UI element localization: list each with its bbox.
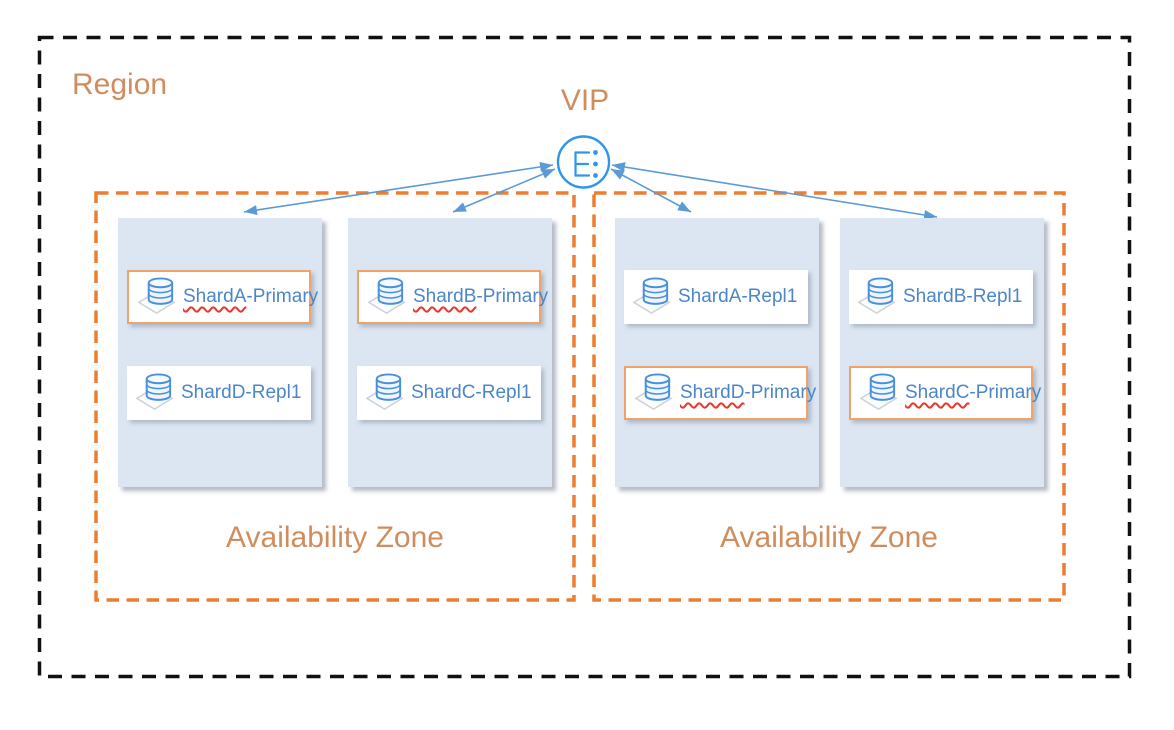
- shard-host: ShardB-Repl1 ShardC-Primary: [840, 218, 1044, 487]
- shard-name-misspelled: ShardA: [183, 286, 247, 307]
- shard-host: ShardA-Repl1 ShardD-Primary: [615, 218, 819, 487]
- database-icon: [632, 372, 677, 415]
- database-icon: [630, 276, 675, 319]
- shard-card: ShardD-Primary: [624, 366, 816, 420]
- shard-label: ShardC-Primary: [905, 382, 1042, 403]
- load-balancer-icon: [556, 135, 611, 189]
- region-label: Region: [72, 68, 168, 101]
- database-icon: [133, 372, 178, 415]
- shard-card: ShardA-Repl1: [624, 270, 808, 324]
- database-icon: [135, 276, 180, 319]
- shard-name-misspelled: ShardD: [680, 382, 745, 403]
- shard-card: ShardC-Repl1: [357, 366, 541, 420]
- vip-arrow-4: [611, 162, 938, 220]
- availability-zone-2: ShardA-Repl1 ShardD-Primary ShardB-Repl1…: [594, 193, 1064, 600]
- region-border: [37, 35, 1132, 679]
- shard-host: ShardA-Primary ShardD-Repl1: [118, 218, 322, 487]
- shard-name-misspelled: ShardC: [905, 382, 970, 403]
- shard-card: ShardB-Repl1: [849, 270, 1033, 324]
- availability-zone-label: Availability Zone: [226, 521, 444, 554]
- shard-card: ShardC-Primary: [849, 366, 1041, 420]
- shard-label: ShardD-Repl1: [181, 382, 302, 403]
- database-icon: [855, 276, 900, 319]
- availability-zone-1: ShardA-Primary ShardD-Repl1 ShardB-Prima…: [96, 193, 574, 600]
- database-icon: [363, 372, 408, 415]
- availability-zone-label: Availability Zone: [720, 521, 938, 554]
- shard-card: ShardB-Primary: [357, 270, 548, 324]
- availability-zone-2-border: [592, 191, 1066, 602]
- vip-label: VIP: [560, 84, 610, 117]
- shard-label: ShardC-Repl1: [411, 382, 532, 403]
- shard-label: ShardA-Repl1: [678, 286, 798, 307]
- availability-zone-1-border: [94, 191, 576, 602]
- shard-label: ShardA-Primary: [183, 286, 319, 307]
- shard-name-misspelled: ShardB: [413, 286, 477, 307]
- shard-label: ShardB-Primary: [413, 286, 549, 307]
- shard-label: ShardD-Primary: [680, 382, 817, 403]
- shard-card: ShardA-Primary: [127, 270, 318, 324]
- database-icon: [365, 276, 410, 319]
- vip-arrow-2: [452, 168, 556, 213]
- database-icon: [857, 372, 902, 415]
- shard-label: ShardB-Repl1: [903, 286, 1023, 307]
- shard-host: ShardB-Primary ShardC-Repl1: [348, 218, 552, 487]
- shard-card: ShardD-Repl1: [127, 366, 311, 420]
